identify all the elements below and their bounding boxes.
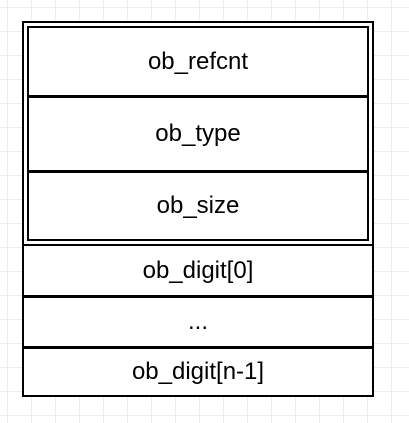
ob-digit-ellipsis-cell: ... xyxy=(24,298,372,346)
digit-divider-2 xyxy=(22,346,374,349)
ob-digit-last-cell: ob_digit[n-1] xyxy=(24,349,372,395)
ob-type-label: ob_type xyxy=(155,120,241,147)
ob-refcnt-cell: ob_refcnt xyxy=(29,28,367,96)
ob-digit-last-label: ob_digit[n-1] xyxy=(131,358,265,385)
header-divider-1 xyxy=(27,95,369,98)
ob-digit-ellipsis-label: ... xyxy=(187,308,208,335)
ob-digit-first-label: ob_digit[0] xyxy=(142,256,254,284)
ob-digit-first-cell: ob_digit[0] xyxy=(24,246,372,295)
ob-size-label: ob_size xyxy=(156,192,240,219)
ob-type-cell: ob_type xyxy=(29,98,367,170)
object-header-inner-border xyxy=(27,26,369,241)
header-divider-2 xyxy=(27,170,369,173)
digit-divider-1 xyxy=(22,295,374,298)
ob-size-cell: ob_size xyxy=(29,173,367,239)
ob-refcnt-label: ob_refcnt xyxy=(147,48,249,75)
ob-digit-array-box xyxy=(22,246,374,397)
